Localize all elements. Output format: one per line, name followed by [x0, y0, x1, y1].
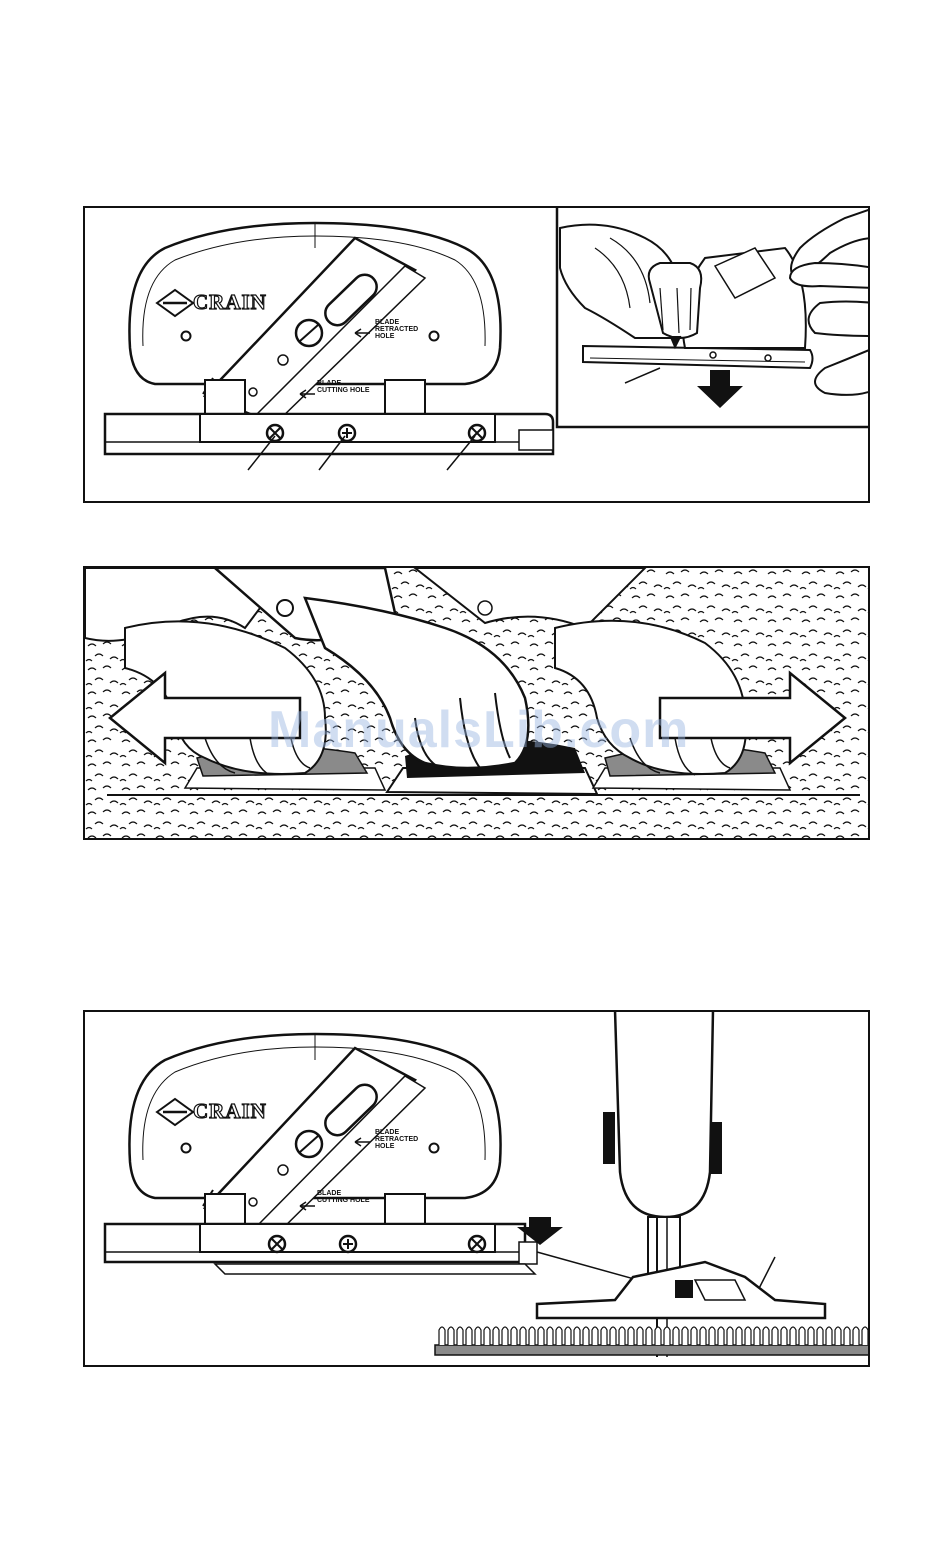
carpet-tuft — [700, 1327, 706, 1345]
screw-icon — [469, 1236, 485, 1252]
carpet-tuft — [556, 1327, 562, 1345]
carpet-tuft — [484, 1327, 490, 1345]
carpet-tuft — [511, 1327, 517, 1345]
carpet-tuft — [763, 1327, 769, 1345]
cutter-side-view-illustration — [85, 208, 870, 503]
carpet-tuft — [601, 1327, 607, 1345]
blade-cutting-hole-label: BLADE CUTTING HOLE — [317, 1190, 370, 1204]
carpet-tuft — [862, 1327, 868, 1345]
carpet-tuft — [754, 1327, 760, 1345]
carpet-tuft — [781, 1327, 787, 1345]
screw-icon — [340, 1236, 356, 1252]
screw-icon — [267, 425, 283, 441]
carpet-tuft — [682, 1327, 688, 1345]
blade-cutting-hole-label: BLADE CUTTING HOLE — [317, 380, 370, 394]
carpet-tuft — [547, 1327, 553, 1345]
carpet-tuft — [457, 1327, 463, 1345]
carpet-tuft — [538, 1327, 544, 1345]
blade-retracted-hole-label: BLADE RETRACTED HOLE — [375, 1129, 418, 1150]
carpet-tuft — [574, 1327, 580, 1345]
screw-icon — [339, 425, 355, 441]
carpet-tuft — [466, 1327, 472, 1345]
carpet-tuft — [817, 1327, 823, 1345]
carpet-tuft — [646, 1327, 652, 1345]
carpet-tuft — [565, 1327, 571, 1345]
carpet-tuft — [619, 1327, 625, 1345]
carpet-tuft — [664, 1327, 670, 1345]
carpet-tuft — [583, 1327, 589, 1345]
carpet-tuft — [799, 1327, 805, 1345]
carpet-tuft — [655, 1327, 661, 1345]
carpet-tuft — [826, 1327, 832, 1345]
carpet-tuft — [808, 1327, 814, 1345]
carpet-tuft — [691, 1327, 697, 1345]
carpet-tuft — [439, 1327, 445, 1345]
carpet-tuft — [709, 1327, 715, 1345]
carpet-tuft — [529, 1327, 535, 1345]
carpet-tuft — [772, 1327, 778, 1345]
carpet-tuft — [853, 1327, 859, 1345]
carpet-tuft — [592, 1327, 598, 1345]
carpet-tuft — [520, 1327, 526, 1345]
carpet-tuft — [493, 1327, 499, 1345]
carpet-tuft — [628, 1327, 634, 1345]
carpet-tuft — [844, 1327, 850, 1345]
carpet-tuft — [637, 1327, 643, 1345]
screw-icon — [469, 425, 485, 441]
figure-1-panel: CRAIN BLADE RETRACTED HOLE BLADE CUTTING… — [83, 206, 870, 503]
blade-retracted-hole-label: BLADE RETRACTED HOLE — [375, 319, 418, 340]
carpet-tuft — [502, 1327, 508, 1345]
carpet-tuft — [718, 1327, 724, 1345]
carpet-tuft — [475, 1327, 481, 1345]
carpet-tuft — [727, 1327, 733, 1345]
brand-logo-text: CRAIN — [193, 290, 267, 315]
carpet-tuft — [448, 1327, 454, 1345]
carpet-tuft — [835, 1327, 841, 1345]
carpet-tuft — [790, 1327, 796, 1345]
cutter-blade-adjustment-illustration — [85, 1012, 870, 1367]
carpet-tuft — [673, 1327, 679, 1345]
watermark: ManualsLib.com — [268, 700, 689, 760]
carpet-tuft — [736, 1327, 742, 1345]
screw-icon — [269, 1236, 285, 1252]
carpet-tuft — [745, 1327, 751, 1345]
carpet-pile — [435, 1345, 870, 1355]
carpet-tuft — [610, 1327, 616, 1345]
figure-3-panel: CRAIN BLADE RETRACTED HOLE BLADE CUTTING… — [83, 1010, 870, 1367]
brand-logo-text: CRAIN — [193, 1099, 267, 1124]
